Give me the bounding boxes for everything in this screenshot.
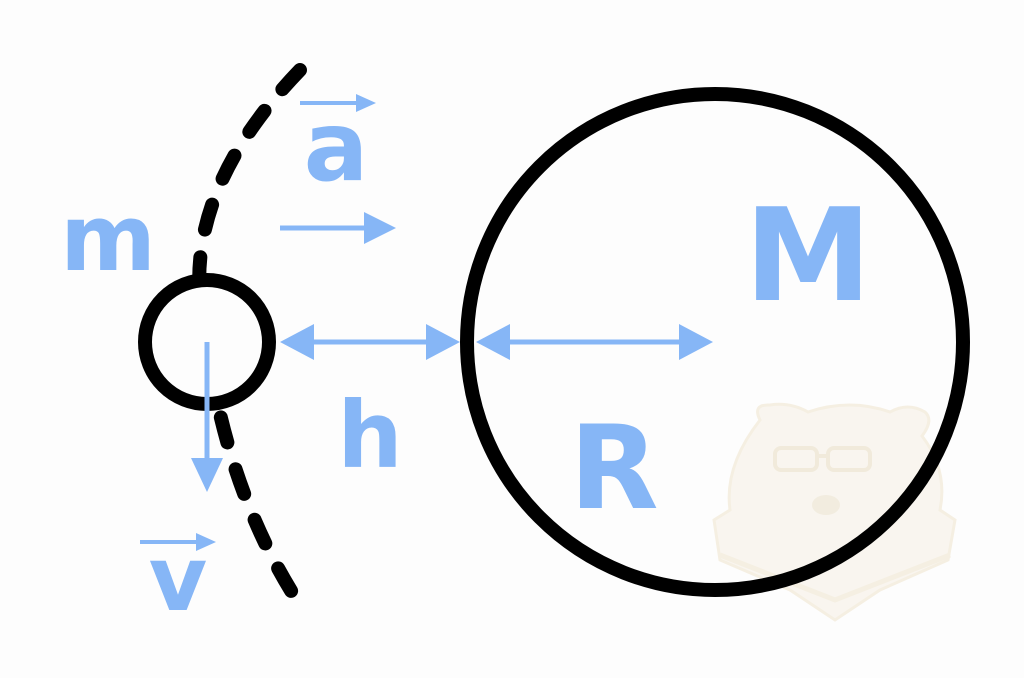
acceleration-arrow: [280, 212, 396, 244]
height-label: h: [337, 382, 403, 489]
planet-body: [460, 87, 970, 597]
radius-label: R: [569, 401, 658, 536]
small-mass-label: m: [60, 185, 156, 292]
watermark-logo: [712, 402, 957, 622]
acceleration-vector-symbol: [300, 94, 376, 112]
acceleration-label: a: [304, 91, 369, 203]
large-mass-label: M: [744, 182, 871, 331]
velocity-arrow: [191, 342, 223, 492]
velocity-vector-symbol: [140, 533, 216, 551]
radius-arrow: [476, 324, 713, 360]
velocity-label: v: [149, 527, 208, 632]
height-arrow: [280, 324, 460, 360]
